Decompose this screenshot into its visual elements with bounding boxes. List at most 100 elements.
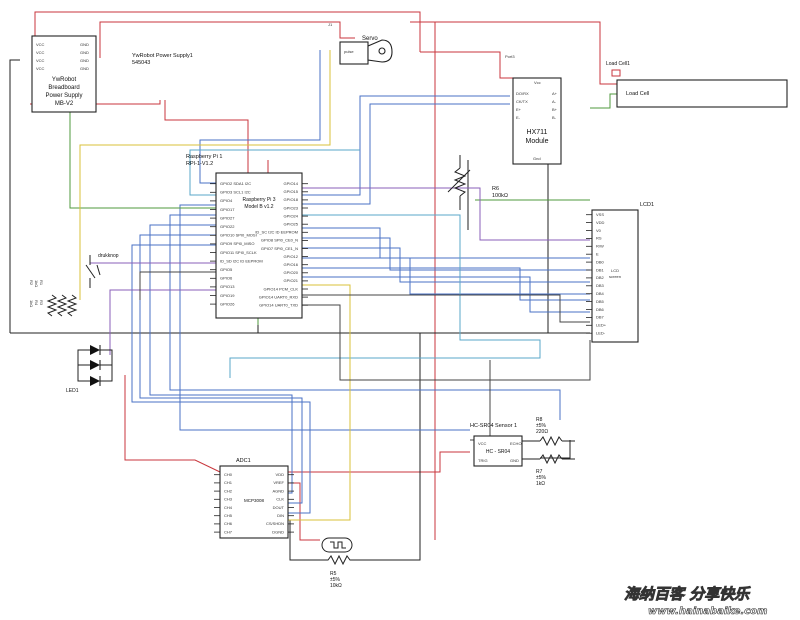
hx711-module: Port3 Vcc DO/RX CK/TX E+ E- A+ A- B+ B- … [505, 54, 562, 165]
r8-ref: R8 [536, 417, 543, 423]
adc-right-pin-3: AGND [272, 488, 284, 493]
rpi-right-pin-13: GPIO21 [284, 278, 299, 283]
lcd-pin-6: E [596, 252, 599, 257]
hx711-right-2: A- [552, 99, 557, 104]
led-ref: LED1 [66, 388, 79, 394]
rpi-right-pin-14: GPIO14 PCM_CLK [264, 286, 299, 291]
wire-yellow-1 [79, 50, 331, 300]
hx711-title-2: Module [526, 138, 549, 145]
wire-dark-2 [300, 304, 591, 381]
load-cell-connector-icon [611, 69, 621, 77]
rpi-right-pin-5: GPIO24 [284, 213, 299, 218]
wire-sensor-trig [179, 204, 470, 431]
hx711-port: Port3 [505, 54, 515, 59]
adc-right-pin-4: CLK [276, 497, 284, 502]
adc-left-pin-1: CH0 [224, 472, 233, 477]
rpi-left-pin-3: GPIO4 [220, 198, 233, 203]
wire-lcd-rs [300, 267, 590, 301]
rpi-body [215, 172, 303, 319]
rpi-left-pin-1: GPIO2 SDA1 I2C [220, 181, 251, 186]
rpi-left-pin-8: GPIO9 SPI0_MISO [220, 241, 254, 246]
hx711-vcc: Vcc [534, 80, 541, 85]
lcd-pin-16: LED- [596, 331, 606, 336]
rpi-left-pin-2: GPIO3 SCL1 I2C [220, 190, 251, 195]
r3-label: R3 [39, 300, 44, 306]
ps-label-2: 545043 [132, 60, 150, 66]
ldr-track-icon [330, 541, 346, 549]
wire-power-servo [99, 21, 355, 58]
rpi-model: RPI-1-V1.2 [186, 161, 213, 167]
r5-ref: R5 [330, 571, 337, 577]
button-actuator-icon [96, 264, 101, 276]
wire-power-top [34, 11, 421, 52]
lcd-pin-3: V0 [596, 228, 602, 233]
hx711-left-2: CK/TX [516, 99, 528, 104]
ps-right-pin-4: GND [80, 66, 89, 71]
wire-purple-lcd [300, 187, 590, 241]
rpi-right-pin-8: GPIO8 SPI0_CE0_N [261, 238, 298, 243]
rpi-left-pin-14: GPIO19 [220, 293, 235, 298]
servo-module: J1 Servo pulse [328, 22, 393, 65]
rpi-left-pin-15: GPIO26 [220, 301, 235, 306]
ps-left-pin-4: VCC [36, 66, 45, 71]
lcd-pin-5: R/W [596, 244, 604, 249]
rpi-right-pin-6: GPIO25 [284, 222, 299, 227]
rpi-right-pins: GPIO14GPIO15GPIO18GPIO23GPIO24GPIO25ID_S… [255, 181, 308, 308]
adc-left-pin-6: CH5 [224, 513, 233, 518]
sensor-body-label: HC - SR04 [486, 449, 510, 455]
wires [9, 11, 620, 561]
lcd-body [591, 209, 639, 343]
wire-adc-dout [139, 234, 303, 504]
rpi-right-pin-7: ID_SC I2C ID EEPROM [255, 230, 298, 235]
lcd-pin-14: DB7 [596, 315, 605, 320]
watermark: 海纳百客 分享快乐 www.hainabaike.com [624, 585, 768, 618]
r8-resistor-icon [539, 435, 563, 447]
servo-pin: pulse [344, 49, 354, 54]
rpi-left-pin-11: GPIO5 [220, 267, 233, 272]
adc-body-label: MCP3008 [244, 498, 265, 503]
adc-left-pin-2: CH1 [224, 480, 233, 485]
photoresistor-r5: R5 ±5% 10kΩ [320, 537, 360, 589]
adc-right-pin-1: VDD [276, 472, 285, 477]
lcd-pin-8: DB1 [596, 267, 605, 272]
ps-right-pin-2: GND [80, 50, 89, 55]
lcd-pin-1: VSS [596, 212, 604, 217]
led-3-icon [90, 376, 100, 386]
rpi-left-pin-4: GPIO17 [220, 207, 235, 212]
hx711-title-1: HX711 [527, 129, 548, 136]
rpi-left-pin-7: GPIO10 SPI0_MOSI [220, 233, 257, 238]
rpi-right-pin-11: GPIO16 [284, 262, 299, 267]
r7-ref: R7 [536, 469, 543, 475]
push-button: drukknop [85, 253, 119, 288]
power-supply-module: VCC VCC VCC VCC GND GND GND GND YwRobot … [31, 35, 193, 113]
ps-title-3: Power Supply [45, 93, 82, 99]
r6-ref: R6 [492, 186, 499, 192]
wire-gnd-adc [289, 520, 320, 561]
rpi-body-2: Model B v1.2 [244, 204, 273, 210]
wire-power-hx711 [420, 51, 540, 79]
wire-purple-led [109, 289, 218, 355]
wire-gnd-r5 [360, 333, 421, 561]
sensor-body [473, 435, 523, 467]
r4-label: R4 [34, 300, 39, 306]
wire-cyan-1 [189, 149, 360, 196]
rpi-right-pin-15: GPIO14 UART0_RXD [259, 294, 298, 299]
lcd-pin-7: DB0 [596, 259, 605, 264]
wire-lcd-db6 [300, 247, 590, 283]
led-anode-wire [100, 349, 113, 382]
rpi-left-pin-12: GPIO6 [220, 276, 233, 281]
lcd-pin-2: VDD [596, 220, 605, 225]
watermark-text: 海纳百客 分享快乐 [624, 585, 751, 603]
lcd-body-2: screen [609, 274, 621, 279]
wire-red-r5 [288, 482, 320, 541]
lcd-module: LCD1 LCD screen VSSVDDV0RSR/WEDB0DB1DB2D… [586, 202, 654, 343]
ps-left-pin-3: VCC [36, 58, 45, 63]
hx711-left-3: E+ [516, 107, 522, 112]
r3-value: 1kΩ [29, 300, 34, 307]
wire-cyan-2 [229, 214, 541, 378]
r8-tol: ±5% [536, 423, 547, 429]
wire-dark-1 [139, 271, 218, 300]
hx711-right-4: B- [552, 115, 557, 120]
